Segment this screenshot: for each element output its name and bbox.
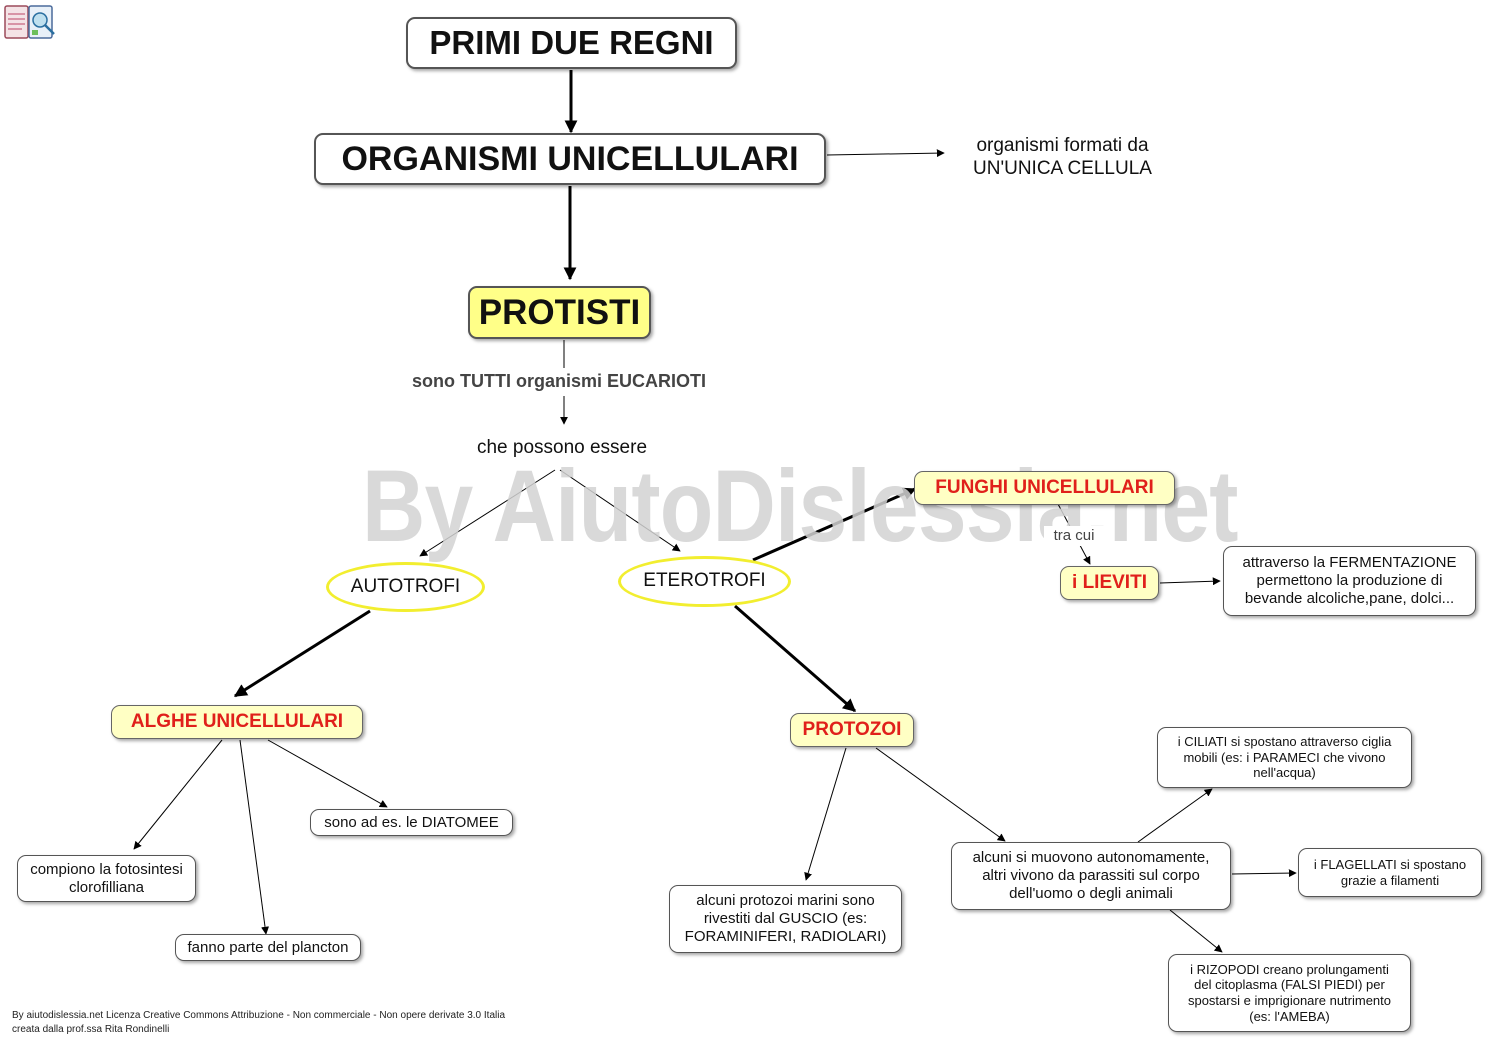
- node-muovono: alcuni si muovono autonomamente, altri v…: [951, 842, 1231, 910]
- node-primi-due-regni: PRIMI DUE REGNI: [406, 17, 737, 69]
- node-label: i CILIATI si spostano attraverso ciglia …: [1177, 734, 1392, 781]
- node-label: AUTOTROFI: [350, 575, 461, 597]
- node-label: ALGHE UNICELLULARI: [130, 710, 344, 732]
- node-label: fanno parte del plancton: [187, 938, 349, 956]
- node-label: FUNGHI UNICELLULARI: [935, 476, 1154, 498]
- node-label: attraverso la FERMENTAZIONE permettono l…: [1242, 554, 1457, 607]
- link-eterotrofi-protozoi: [734, 604, 856, 713]
- node-funghi-unicellulari: FUNGHI UNICELLULARI: [914, 471, 1175, 505]
- node-label: i FLAGELLATI si spostano grazie a filame…: [1313, 856, 1467, 888]
- node-label: i RIZOPODI creano prolungamenti del cito…: [1187, 961, 1392, 1024]
- link-alghe-diatomee: [267, 739, 388, 808]
- node-label: ORGANISMI UNICELLULARI: [341, 139, 799, 178]
- node-label: alcuni si muovono autonomamente, altri v…: [972, 849, 1210, 902]
- node-label: alcuni protozoi marini sono rivestiti da…: [684, 892, 887, 945]
- link-alghe-plancton: [239, 739, 270, 935]
- node-fermentazione: attraverso la FERMENTAZIONE permettono l…: [1223, 546, 1476, 616]
- node-label: che possono essere: [476, 436, 648, 458]
- node-eucarioti: sono TUTTI organismi EUCARIOTI: [366, 369, 752, 395]
- node-protisti: PROTISTI: [468, 286, 651, 339]
- node-label: PROTISTI: [478, 292, 641, 332]
- node-label: tra cui: [1053, 527, 1095, 544]
- node-label: compiono la fotosintesi clorofilliana: [30, 860, 183, 896]
- link-label-tra-cui: tra cui: [1044, 526, 1104, 546]
- node-label: PRIMI DUE REGNI: [429, 24, 714, 62]
- link-eterotrofi-funghi: [752, 487, 917, 562]
- node-label: i LIEVITI: [1072, 571, 1147, 593]
- node-ciliati: i CILIATI si spostano attraverso ciglia …: [1157, 727, 1412, 788]
- node-label: sono TUTTI organismi EUCARIOTI: [411, 371, 706, 392]
- link-essere-autotrofi: [419, 469, 556, 557]
- link-essere-eterotrofi: [559, 469, 681, 552]
- node-autotrofi: AUTOTROFI: [326, 562, 485, 612]
- link-lieviti-fermentazione: [1159, 577, 1221, 586]
- node-diatomee: sono ad es. le DIATOMEE: [310, 809, 513, 836]
- link-protozoi-muovono: [875, 747, 1006, 842]
- node-plancton: fanno parte del plancton: [175, 934, 361, 961]
- node-label: organismi formati da UN'UNICA CELLULA: [973, 135, 1152, 179]
- node-eterotrofi: ETEROTROFI: [618, 556, 791, 607]
- node-guscio: alcuni protozoi marini sono rivestiti da…: [669, 885, 902, 953]
- link-organismi-cellula: [826, 149, 945, 158]
- node-alghe-unicellulari: ALGHE UNICELLULARI: [111, 705, 363, 739]
- node-lieviti: i LIEVITI: [1060, 566, 1159, 600]
- node-protozoi: PROTOZOI: [790, 713, 914, 747]
- node-possono-essere: che possono essere: [452, 434, 672, 462]
- node-fotosintesi: compiono la fotosintesi clorofilliana: [17, 855, 196, 902]
- node-rizopodi: i RIZOPODI creano prolungamenti del cito…: [1168, 954, 1411, 1032]
- author-line: creata dalla prof.ssa Rita Rondinelli: [12, 1024, 170, 1035]
- node-organismi-unicellulari: ORGANISMI UNICELLULARI: [314, 133, 826, 185]
- node-label: sono ad es. le DIATOMEE: [324, 813, 499, 831]
- node-label: ETEROTROFI: [643, 570, 766, 592]
- node-flagellati: i FLAGELLATI si spostano grazie a filame…: [1298, 848, 1482, 897]
- link-protozoi-guscio: [804, 747, 847, 881]
- book-logo-icon: [2, 2, 58, 42]
- link-muovono-flagellati: [1231, 869, 1297, 878]
- node-unica-cellula: organismi formati da UN'UNICA CELLULA: [945, 132, 1180, 184]
- link-autotrofi-alghe: [233, 609, 371, 698]
- link-alghe-fotosintesi: [133, 739, 223, 850]
- node-label: PROTOZOI: [802, 718, 902, 740]
- license-line: By aiutodislessia.net Licenza Creative C…: [12, 1010, 506, 1021]
- link-muovono-ciliati: [1137, 788, 1213, 843]
- watermark: By AiutoDislessia.net: [362, 449, 1239, 563]
- link-muovono-rizopodi: [1169, 909, 1223, 953]
